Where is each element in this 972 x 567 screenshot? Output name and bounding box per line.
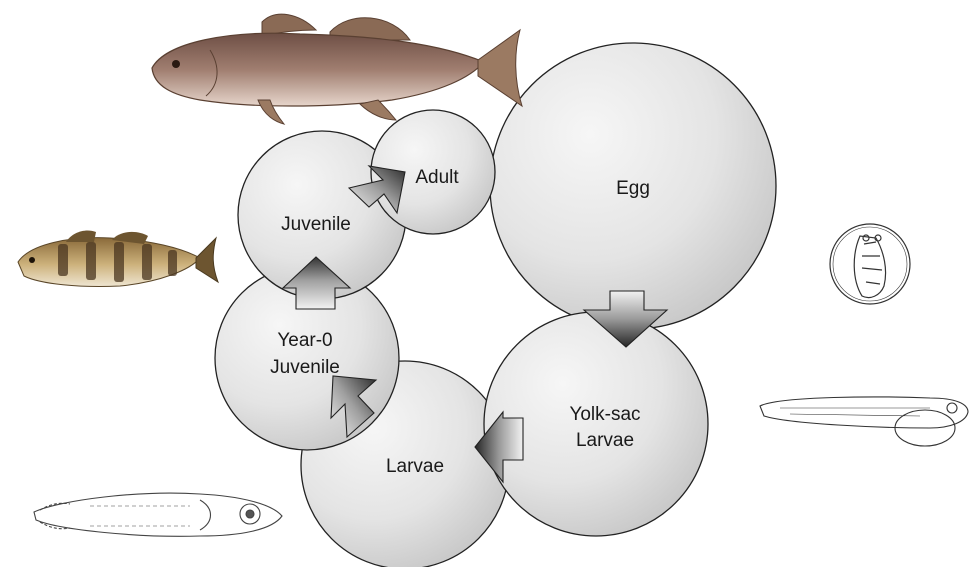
year0-label-line2: Juvenile [270,357,340,378]
yolk-sac-label-line2: Larvae [576,430,634,451]
larvae-label: Larvae [386,456,444,477]
adult-fish-illustration [152,14,522,124]
year0-label-line1: Year-0 [277,330,332,351]
egg-embryo-illustration [830,224,910,304]
egg-label: Egg [616,178,650,199]
juvenile-banded-fish-illustration [18,230,218,286]
adult-label: Adult [415,167,459,188]
yolk-sac-label-line1: Yolk-sac [569,404,640,425]
juvenile-label: Juvenile [281,214,351,235]
yolk-sac-larva-illustration [760,397,968,446]
larva-sketch-illustration [34,493,282,536]
